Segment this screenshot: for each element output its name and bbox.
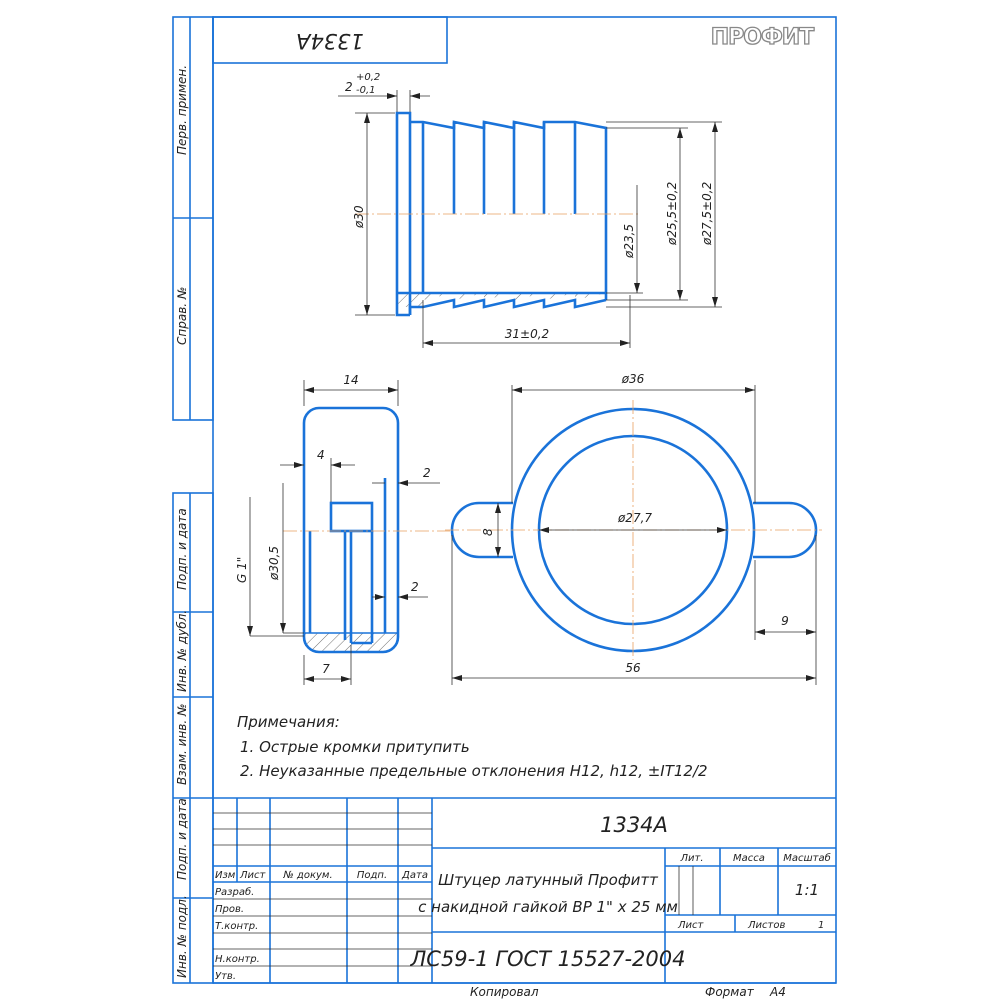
note-1: 1. Острые кромки притупить (240, 738, 470, 756)
copied-label: Копировал (470, 985, 539, 999)
top-stamp-box (212, 16, 448, 64)
role-checked: Пров. (215, 904, 244, 915)
dim-flange: 2 (345, 80, 353, 94)
notes-title: Примечания: (237, 713, 340, 731)
dim-nut-7: 7 (322, 662, 330, 676)
dim-nut-4: 4 (317, 448, 325, 462)
header-doc-no: № докум. (282, 870, 332, 881)
mass-label: Масса (733, 853, 765, 864)
side-label: Перв. примен. (175, 65, 189, 155)
dim-length-31: 31±0,2 (505, 327, 549, 341)
dim-d30-5: ø30,5 (267, 546, 281, 581)
role-developed: Разраб. (215, 886, 254, 898)
side-label: Подп. и дата (175, 798, 189, 880)
dim-d30: ø30 (352, 205, 366, 229)
top-stamp-designation: 1334A (296, 29, 364, 53)
side-label: Справ. № (175, 287, 189, 345)
material: ЛС59-1 ГОСТ 15527-2004 (409, 947, 685, 971)
dim-d27-7: ø27,7 (617, 511, 652, 525)
part-name-line2: с накидной гайкой ВР 1" х 25 мм (418, 898, 678, 916)
side-label: Подп. и дата (175, 508, 189, 590)
header-date: Дата (401, 870, 428, 881)
role-tech-control: Т.контр. (215, 921, 258, 932)
dim-flange-tol-up: +0,2 (356, 72, 380, 83)
fitting-side-view: 2 +0,2 -0,1 ø30 ø23,5 ø25,5±0,2 ø27,5±0,… (338, 72, 722, 348)
dim-g1: G 1" (235, 557, 249, 583)
drawing-frame (172, 16, 837, 984)
designation: 1334A (600, 813, 668, 837)
scale-label: Масштаб (783, 852, 831, 864)
scale-value: 1:1 (795, 881, 819, 899)
dim-nut-2b: 2 (411, 580, 419, 594)
format-value: A4 (769, 985, 786, 999)
nut-section-view: 14 4 2 2 G 1" ø30,5 7 (235, 373, 450, 685)
title-block: Изм Лист № докум. Подп. Дата Разраб. Про… (213, 797, 836, 984)
notes: Примечания: 1. Острые кромки притупить 2… (237, 713, 708, 780)
header-list: Лист (239, 870, 267, 881)
sheet-label: Лист (677, 920, 705, 931)
part-name-line1: Штуцер латунный Профитт (438, 871, 659, 889)
sheets-count: 1 (818, 920, 824, 931)
dim-nut-width: 14 (343, 373, 358, 387)
lit-label: Лит. (679, 853, 703, 864)
role-norm-control: Н.контр. (215, 954, 260, 965)
side-label: Инв. № дубл. (175, 610, 189, 692)
dim-d27-5: ø27,5±0,2 (700, 182, 714, 246)
dim-d36: ø36 (621, 372, 645, 386)
nut-front-view: ø36 ø27,7 8 9 56 (445, 372, 822, 685)
dim-nut-2a: 2 (423, 466, 431, 480)
role-approved: Утв. (215, 971, 236, 982)
side-label: Взам. инв. № (175, 704, 189, 785)
header-izm: Изм (215, 870, 236, 881)
dim-d23-5: ø23,5 (622, 224, 636, 259)
dim-lug-8: 8 (481, 528, 495, 536)
header-sign: Подп. (357, 870, 387, 881)
dim-width-56: 56 (625, 661, 641, 675)
side-label: Инв. № подл. (175, 895, 189, 978)
dim-lug-9: 9 (781, 614, 789, 628)
profit-logo: ПРОФИТ (711, 25, 814, 50)
format-label: Формат (705, 985, 755, 999)
dim-d25-5: ø25,5±0,2 (665, 182, 679, 246)
side-labels: Перв. примен. Справ. № Подп. и дата Инв.… (175, 65, 189, 978)
note-2: 2. Неуказанные предельные отклонения H12… (240, 762, 708, 780)
dim-flange-tol-low: -0,1 (356, 85, 376, 96)
sheets-label: Листов (747, 920, 785, 931)
